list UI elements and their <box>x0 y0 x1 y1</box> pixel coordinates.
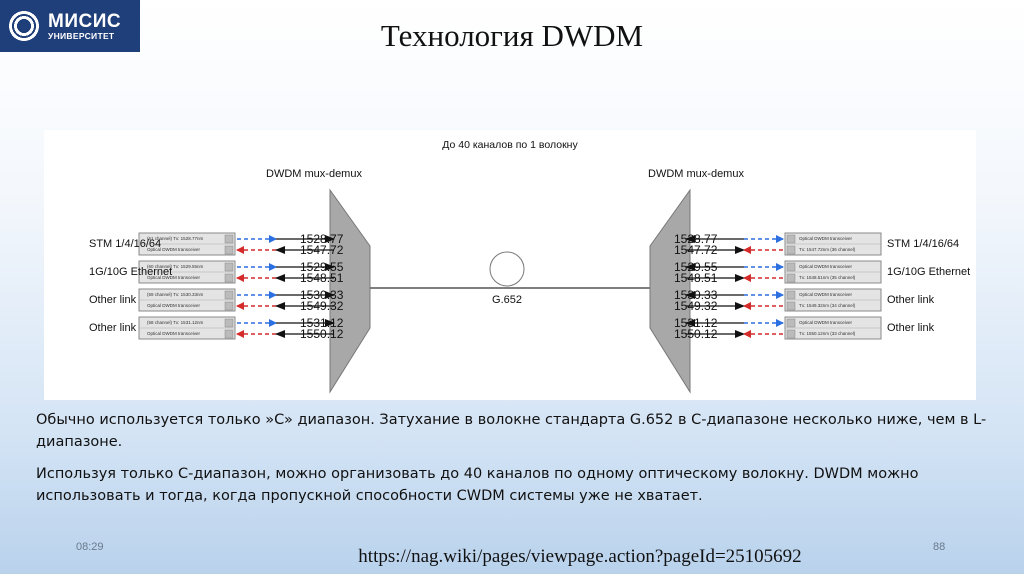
transceiver-right-name: Optical DWDM transceiver <box>799 236 853 241</box>
client-label-right: STM 1/4/16/64 <box>887 238 959 250</box>
transceiver-right-tx: Tx: 1548.51nm (35 channel) <box>799 275 856 280</box>
port-icon <box>224 262 234 272</box>
wavelength-right-rx: 1528.77 <box>674 232 718 246</box>
footer-time: 08:29 <box>76 541 104 553</box>
university-logo: МИСИС УНИВЕРСИТЕТ <box>0 0 140 52</box>
client-label-left: Other link <box>89 294 137 306</box>
transceiver-right-tx: Tx: 1549.32nm (34 channel) <box>799 303 856 308</box>
client-label-left: Other link <box>89 322 137 334</box>
transceiver-right-name: Optical DWDM transceiver <box>799 320 853 325</box>
wavelength-right-tx: 1548.51 <box>674 271 718 285</box>
source-link[interactable]: https://nag.wiki/pages/viewpage.action?p… <box>358 546 802 567</box>
mux-left-label: DWDM mux-demux <box>266 168 362 180</box>
wavelength-left-tx: 1528.77 <box>300 232 344 246</box>
wavelength-left-rx: 1550.12 <box>300 327 344 341</box>
wavelength-right-tx: 1549.32 <box>674 299 718 313</box>
fiber-cross-section-icon <box>489 251 525 287</box>
logo-emblem-icon <box>6 8 42 44</box>
port-icon <box>224 245 234 255</box>
transceiver-left-tx: (61 channel) Tx: 1528.77nm <box>147 236 203 241</box>
transceiver-right-tx: Tx: 1550.12nm (33 channel) <box>799 331 856 336</box>
wavelength-right-rx: 1530.33 <box>674 288 718 302</box>
transceiver-left-tx: (58 channel) Tx: 1531.12nm <box>147 320 203 325</box>
wavelength-left-tx: 1531.12 <box>300 316 344 330</box>
port-icon <box>224 329 234 339</box>
slide-title: Технология DWDM <box>380 18 644 53</box>
port-icon <box>224 290 234 300</box>
fiber-label: G.652 <box>492 294 522 306</box>
port-icon <box>786 329 796 339</box>
page-number: 88 <box>933 541 946 553</box>
client-label-right: Other link <box>887 322 935 334</box>
dwdm-diagram: До 40 каналов по 1 волокну DWDM mux-demu… <box>44 130 976 400</box>
transceiver-right-tx: Tx: 1547.72nm (36 channel) <box>799 247 856 252</box>
logo-name: МИСИС <box>48 10 122 32</box>
port-icon <box>224 301 234 311</box>
client-label-left: STM 1/4/16/64 <box>89 238 161 250</box>
wavelength-right-rx: 1531.12 <box>674 316 718 330</box>
port-icon <box>786 245 796 255</box>
transceiver-right-name: Optical DWDM transceiver <box>799 292 853 297</box>
paragraph-dwdm-channels: Используя только C-диапазон, можно орган… <box>36 466 919 504</box>
port-icon <box>786 262 796 272</box>
port-icon <box>786 234 796 244</box>
port-icon <box>786 301 796 311</box>
wavelength-right-tx: 1550.12 <box>674 327 718 341</box>
logo-subtitle: УНИВЕРСИТЕТ <box>48 30 115 41</box>
transceiver-right-name: Optical DWDM transceiver <box>799 264 853 269</box>
wavelength-left-rx: 1547.72 <box>300 243 344 257</box>
diagram-caption: До 40 каналов по 1 волокну <box>442 139 578 151</box>
mux-right-label: DWDM mux-demux <box>648 168 744 180</box>
transceiver-left-name: Optical DWDM transceiver <box>147 331 201 336</box>
wavelength-left-rx: 1548.51 <box>300 271 344 285</box>
port-icon <box>786 318 796 328</box>
wavelength-right-rx: 1529.55 <box>674 260 718 274</box>
client-label-right: 1G/10G Ethernet <box>887 266 970 278</box>
port-icon <box>786 273 796 283</box>
wavelength-left-tx: 1530.33 <box>300 288 344 302</box>
port-icon <box>224 318 234 328</box>
wavelength-left-rx: 1549.32 <box>300 299 344 313</box>
transceiver-left-tx: (59 channel) Tx: 1530.33nm <box>147 292 203 297</box>
client-label-right: Other link <box>887 294 935 306</box>
port-icon <box>224 234 234 244</box>
client-label-left: 1G/10G Ethernet <box>89 266 172 278</box>
port-icon <box>786 290 796 300</box>
transceiver-left-name: Optical DWDM transceiver <box>147 303 201 308</box>
paragraph-c-band: Обычно используется только »C» диапазон.… <box>36 412 987 450</box>
wavelength-left-tx: 1529.55 <box>300 260 344 274</box>
wavelength-right-tx: 1547.72 <box>674 243 718 257</box>
transceiver-left-tx: (60 channel) Tx: 1529.55nm <box>147 264 203 269</box>
transceiver-left-name: Optical DWDM transceiver <box>147 247 201 252</box>
port-icon <box>224 273 234 283</box>
transceiver-left-name: Optical DWDM transceiver <box>147 275 201 280</box>
